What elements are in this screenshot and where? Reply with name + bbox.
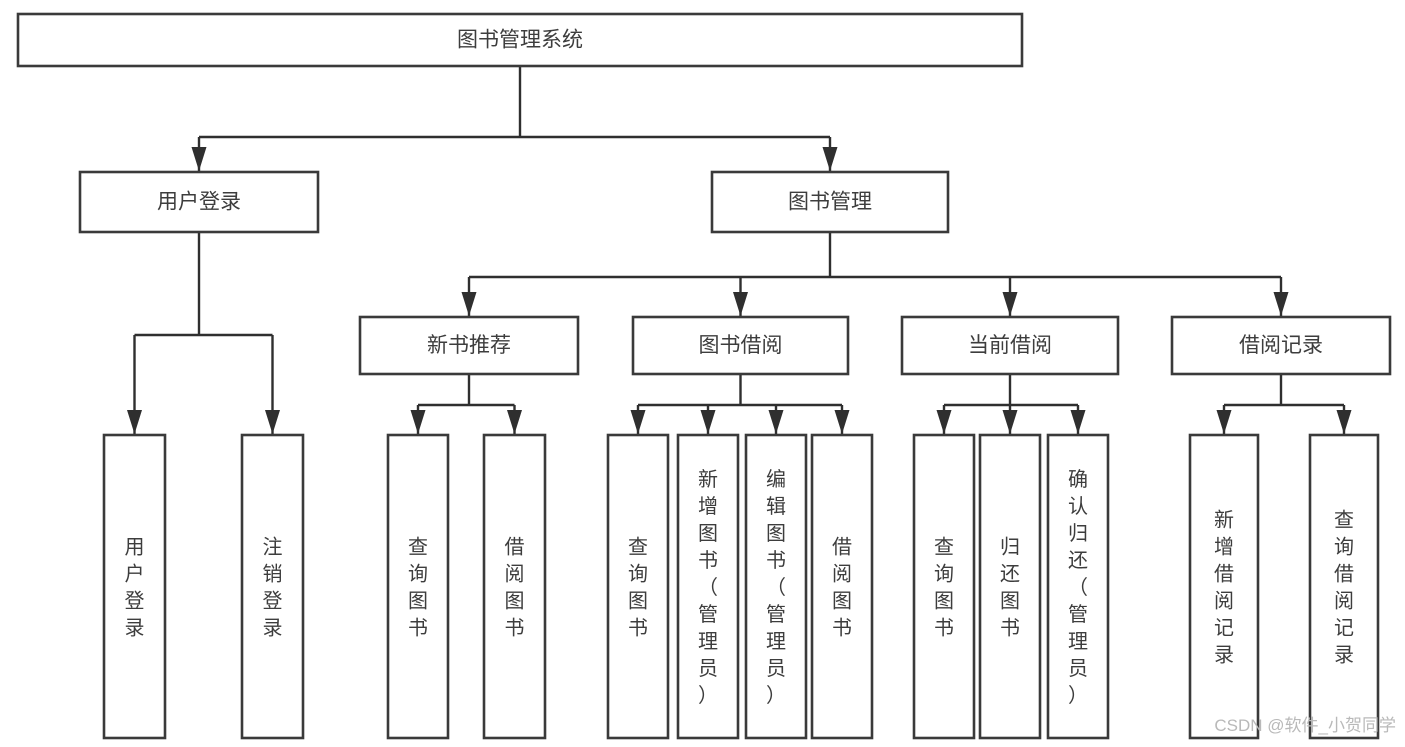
node-label-leaf-add-record: 新增借阅记录 (1214, 509, 1234, 667)
node-box-leaf-query-book-2[interactable] (606, 433, 670, 740)
node-box-leaf-borrow-book-2[interactable] (810, 433, 874, 740)
node-leaf-add-record[interactable]: 新增借阅记录 (1188, 433, 1260, 740)
node-label-leaf-query-book-2: 查询图书 (628, 536, 648, 640)
node-label-root: 图书管理系统 (457, 29, 583, 52)
node-label-leaf-borrow-book-1: 借阅图书 (505, 536, 525, 640)
node-leaf-user-login[interactable]: 用户登录 (102, 433, 167, 740)
node-label-current: 当前借阅 (968, 334, 1052, 357)
node-label-leaf-logout: 注销登录 (263, 536, 283, 640)
node-label-borrow: 图书借阅 (699, 334, 783, 357)
node-leaf-add-book[interactable]: 新增图书（管理员） (676, 433, 740, 740)
node-leaf-edit-book[interactable]: 编辑图书（管理员） (744, 433, 808, 740)
connector-group-login (127, 232, 280, 434)
node-leaf-return-book[interactable]: 归还图书 (978, 433, 1042, 740)
node-box-leaf-add-record[interactable] (1188, 433, 1260, 740)
node-root[interactable]: 图书管理系统 (16, 12, 1024, 68)
node-leaf-query-book-3[interactable]: 查询图书 (912, 433, 976, 740)
node-box-bookmgmt[interactable] (710, 170, 950, 234)
node-box-login[interactable] (78, 170, 320, 234)
node-box-root[interactable] (16, 12, 1024, 68)
connector-group-current (936, 374, 1086, 434)
node-label-bookmgmt: 图书管理 (788, 191, 872, 214)
connector-group-record (1216, 374, 1352, 434)
node-label-leaf-user-login: 用户登录 (125, 537, 145, 640)
node-boxes-layer: 图书管理系统用户登录图书管理新书推荐图书借阅当前借阅借阅记录用户登录注销登录查询… (16, 12, 1392, 740)
node-box-leaf-confirm-return[interactable] (1046, 433, 1110, 740)
node-login[interactable]: 用户登录 (78, 170, 320, 234)
node-leaf-logout[interactable]: 注销登录 (240, 433, 305, 740)
node-bookmgmt[interactable]: 图书管理 (710, 170, 950, 234)
node-label-newbook: 新书推荐 (427, 334, 511, 357)
node-box-record[interactable] (1170, 315, 1392, 376)
node-box-leaf-add-book[interactable] (676, 433, 740, 740)
csdn-watermark: CSDN @软件_小贺同学 (1214, 716, 1396, 735)
node-newbook[interactable]: 新书推荐 (358, 315, 580, 376)
node-leaf-borrow-book-1[interactable]: 借阅图书 (482, 433, 547, 740)
node-label-leaf-return-book: 归还图书 (1000, 536, 1020, 640)
node-box-leaf-edit-book[interactable] (744, 433, 808, 740)
node-borrow[interactable]: 图书借阅 (631, 315, 850, 376)
node-box-borrow[interactable] (631, 315, 850, 376)
node-box-leaf-query-book-3[interactable] (912, 433, 976, 740)
node-box-leaf-borrow-book-1[interactable] (482, 433, 547, 740)
node-box-leaf-logout[interactable] (240, 433, 305, 740)
node-box-current[interactable] (900, 315, 1120, 376)
node-label-leaf-add-book: 新增图书（管理员） (698, 468, 718, 707)
node-label-leaf-query-book-1: 查询图书 (408, 536, 428, 640)
node-label-login: 用户登录 (157, 191, 241, 214)
node-label-leaf-borrow-book-2: 借阅图书 (832, 536, 852, 640)
node-label-leaf-confirm-return: 确认归还（管理员） (1068, 468, 1088, 707)
node-box-leaf-query-record[interactable] (1308, 433, 1380, 740)
node-leaf-query-record[interactable]: 查询借阅记录 (1308, 433, 1380, 740)
node-box-newbook[interactable] (358, 315, 580, 376)
connector-group-newbook (410, 374, 522, 434)
node-leaf-query-book-1[interactable]: 查询图书 (386, 433, 450, 740)
node-label-leaf-query-book-3: 查询图书 (934, 536, 954, 640)
node-box-leaf-return-book[interactable] (978, 433, 1042, 740)
connector-lines-layer (127, 66, 1352, 434)
node-label-leaf-query-record: 查询借阅记录 (1334, 509, 1354, 667)
node-current[interactable]: 当前借阅 (900, 315, 1120, 376)
node-label-leaf-edit-book: 编辑图书（管理员） (766, 468, 786, 707)
connector-group-root (191, 66, 838, 171)
node-box-leaf-query-book-1[interactable] (386, 433, 450, 740)
node-leaf-query-book-2[interactable]: 查询图书 (606, 433, 670, 740)
node-box-leaf-user-login[interactable] (102, 433, 167, 740)
node-leaf-borrow-book-2[interactable]: 借阅图书 (810, 433, 874, 740)
node-leaf-confirm-return[interactable]: 确认归还（管理员） (1046, 433, 1110, 740)
connector-group-bookmgmt (461, 232, 1289, 316)
connector-group-borrow (630, 374, 850, 434)
node-record[interactable]: 借阅记录 (1170, 315, 1392, 376)
node-label-record: 借阅记录 (1239, 334, 1323, 357)
